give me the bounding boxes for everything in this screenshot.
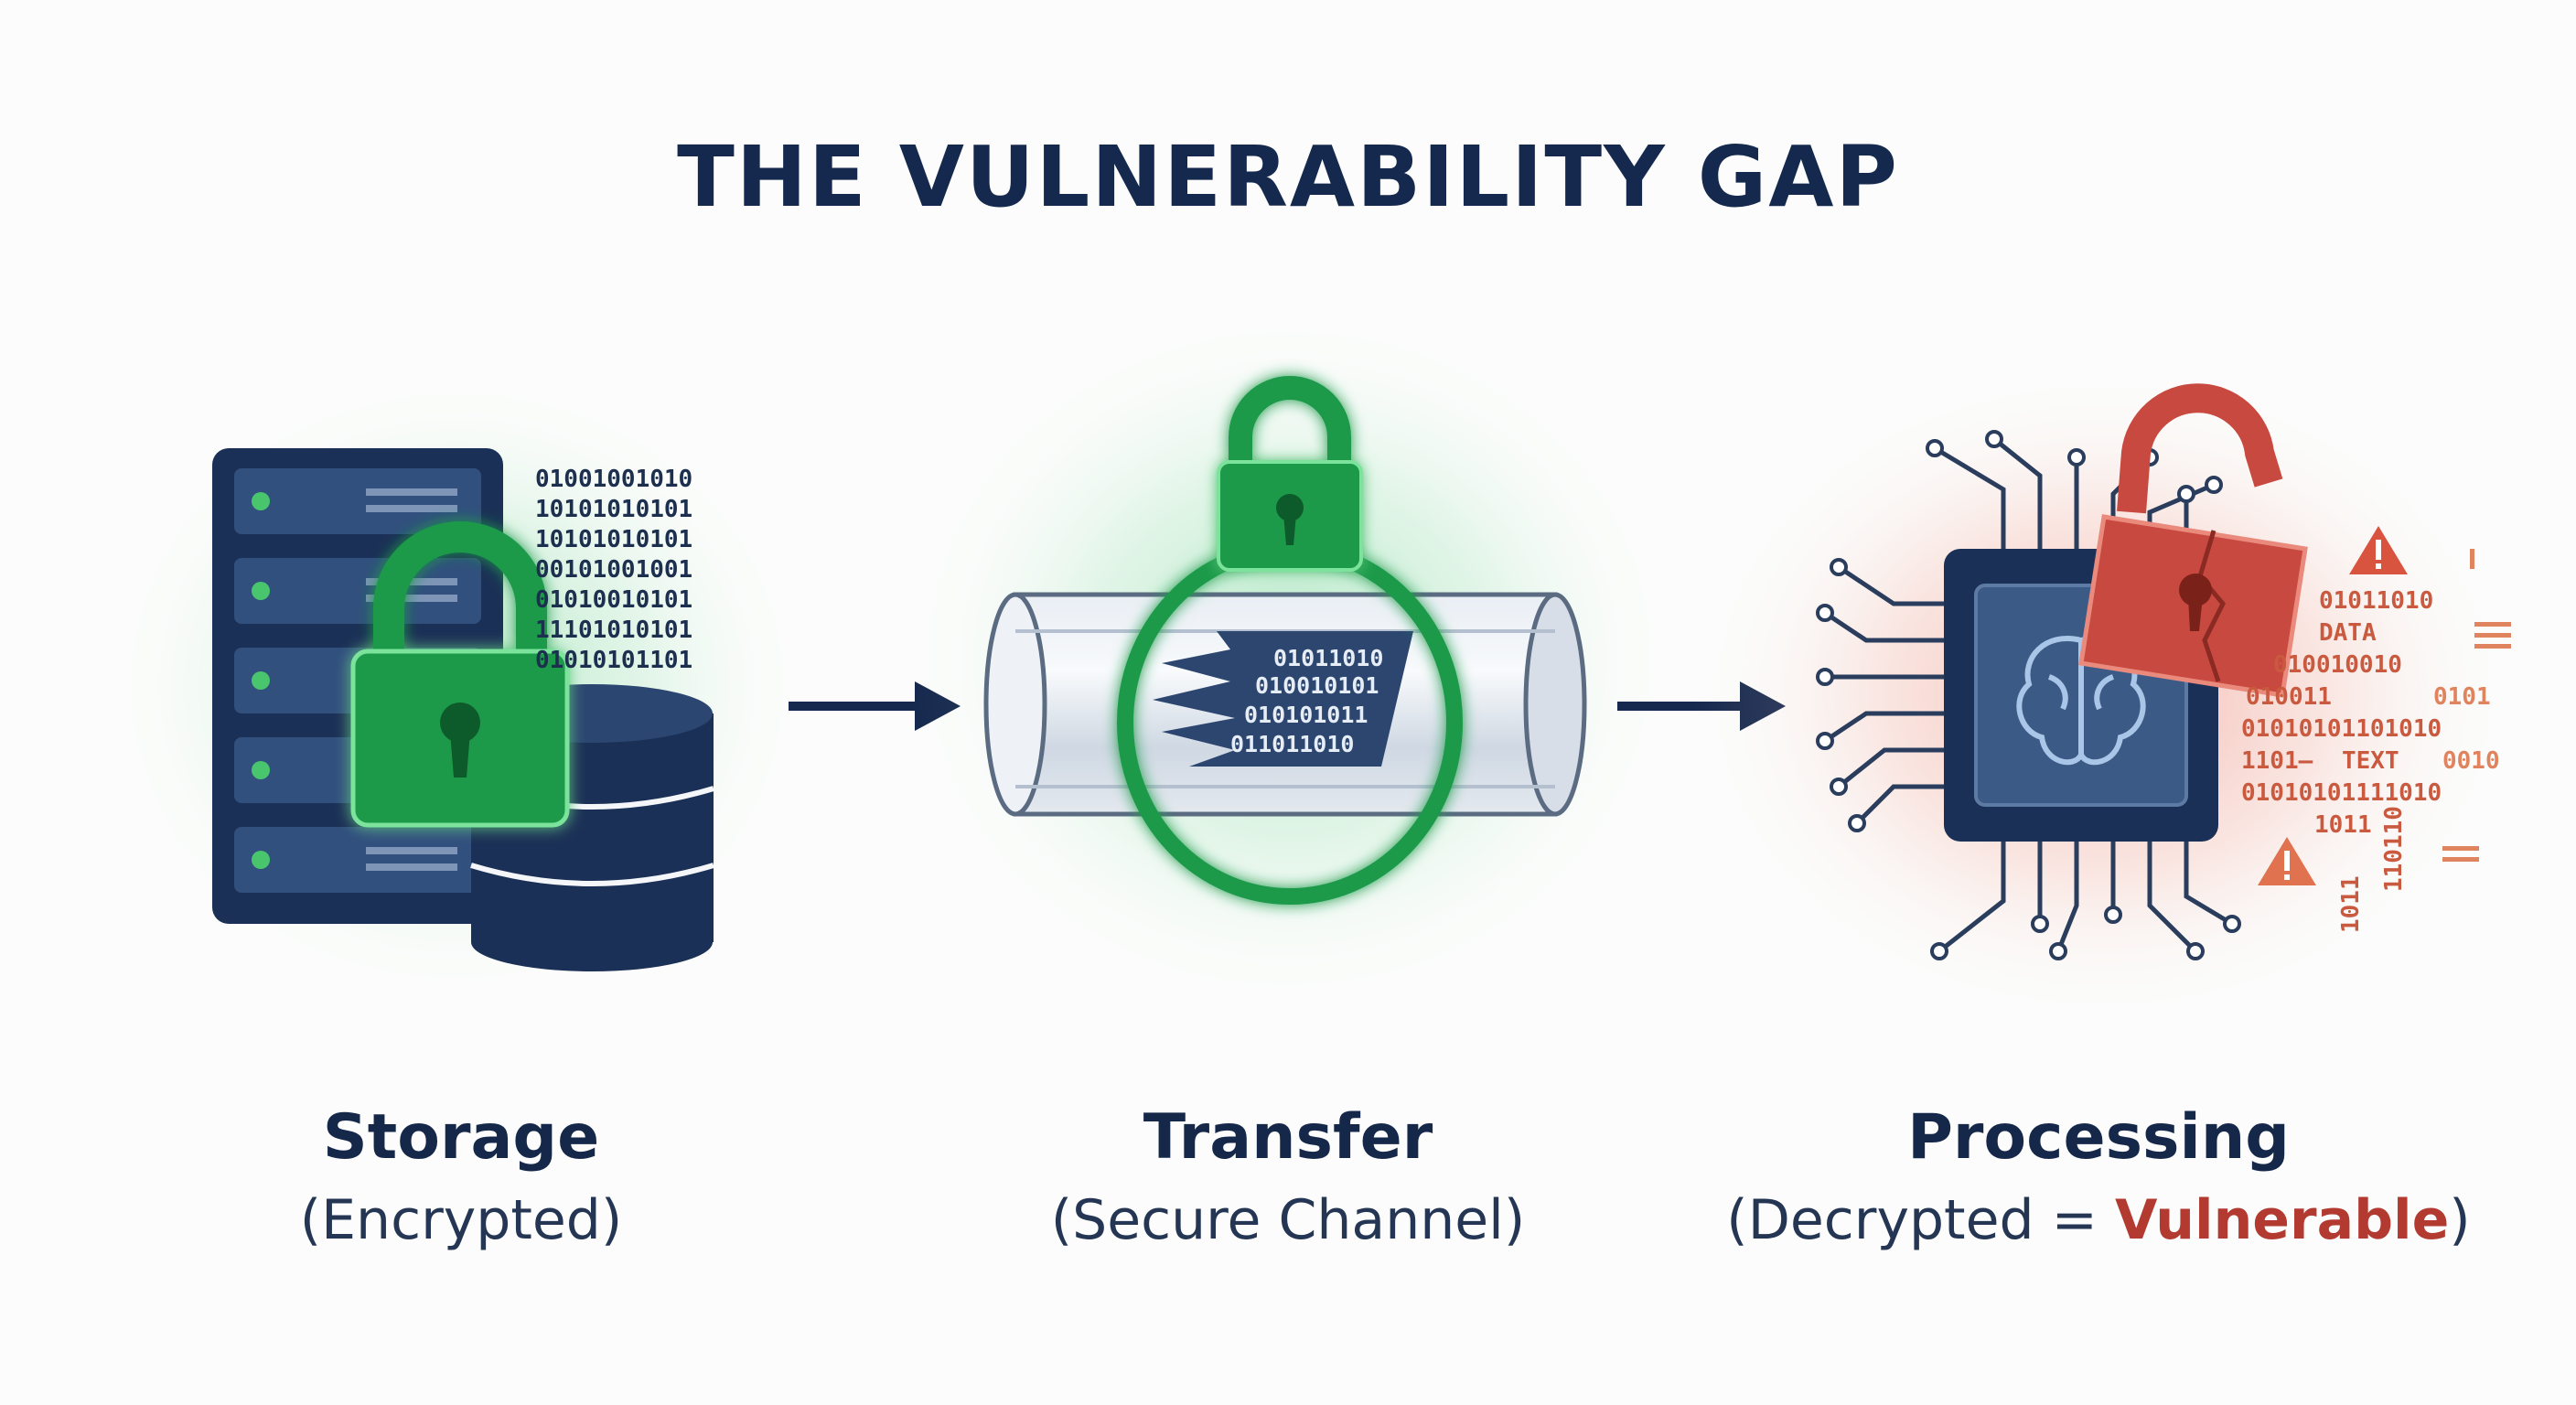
storage-state: (Encrypted) bbox=[299, 1188, 623, 1252]
binary-line: 01011010 bbox=[1273, 645, 1383, 671]
transfer-label: Transfer (Secure Channel) bbox=[876, 1098, 1700, 1262]
binary-line: 01011010 bbox=[2319, 587, 2433, 615]
storage-binary: 01001001010 10101010101 10101010101 0010… bbox=[535, 466, 707, 674]
binary-line: 1011 bbox=[2314, 811, 2372, 839]
binary-line: 10101010101 bbox=[535, 526, 692, 553]
leak-dashes bbox=[2442, 549, 2511, 862]
transfer-state: (Secure Channel) bbox=[1050, 1188, 1526, 1252]
binary-line: 1011 bbox=[2337, 875, 2365, 933]
binary-line: 00101001001 bbox=[535, 556, 692, 584]
warning-icon bbox=[2258, 837, 2316, 885]
state-prefix: (Decrypted = bbox=[1726, 1188, 2115, 1252]
processing-title: Processing bbox=[1907, 1101, 2290, 1174]
transfer-lock-icon bbox=[1217, 376, 1363, 572]
transfer-title: Transfer bbox=[1143, 1101, 1433, 1174]
leaked-data-text: 01011010 DATA 010010010 010011 0101 0101… bbox=[2241, 587, 2500, 933]
binary-line: 0010 bbox=[2442, 747, 2500, 775]
binary-line: 110110 bbox=[2380, 806, 2408, 892]
binary-line: 01010101101 bbox=[535, 647, 692, 674]
processing-state: (Decrypted = Vulnerable) bbox=[1687, 1178, 2510, 1262]
binary-line: 010101011 bbox=[1244, 702, 1368, 728]
storage-lock-icon bbox=[350, 521, 570, 828]
binary-line: 011011010 bbox=[1230, 731, 1354, 757]
binary-line: TEXT bbox=[2342, 747, 2399, 775]
binary-line: DATA bbox=[2319, 619, 2377, 647]
storage-label: Storage (Encrypted) bbox=[49, 1098, 873, 1262]
binary-line: 010010101 bbox=[1255, 672, 1379, 699]
binary-line: 11101010101 bbox=[535, 617, 692, 644]
storage-illustration: 01001001010 10101010101 10101010101 0010… bbox=[110, 375, 805, 997]
svg-text:01011010 010010101: 01011010 010010101 010101011 011011010 bbox=[1230, 645, 1397, 757]
circuit-nodes bbox=[1816, 430, 2241, 960]
page-title: THE VULNERABILITY GAP bbox=[677, 128, 1899, 226]
storage-title: Storage bbox=[322, 1101, 600, 1174]
binary-line: 10101010101 bbox=[535, 496, 692, 523]
binary-line: 0101 bbox=[2433, 683, 2491, 711]
binary-line: 010010010 bbox=[2273, 651, 2402, 679]
broken-lock-icon bbox=[2078, 383, 2308, 698]
binary-line: 01010101111010 bbox=[2241, 779, 2442, 807]
binary-line: 01001001010 bbox=[535, 466, 692, 493]
vulnerable-highlight: Vulnerable bbox=[2115, 1188, 2450, 1252]
data-packet-icon: 01011010 010010101 010101011 011011010 bbox=[1153, 631, 1413, 767]
processing-illustration: 01011010 DATA 010010010 010011 0101 0101… bbox=[1692, 366, 2516, 1024]
processing-label: Processing (Decrypted = Vulnerable) bbox=[1687, 1098, 2510, 1262]
binary-line: 010011 bbox=[2246, 683, 2332, 711]
transfer-illustration: 01011010 010010101 010101011 011011010 bbox=[906, 311, 1674, 1006]
binary-line: 01010101101010 bbox=[2241, 715, 2442, 743]
warning-icon bbox=[2349, 526, 2408, 574]
binary-line: 01010010101 bbox=[535, 586, 692, 614]
state-suffix: ) bbox=[2449, 1188, 2471, 1252]
brain-icon bbox=[2016, 636, 2146, 766]
binary-line: 1101— bbox=[2241, 747, 2313, 775]
